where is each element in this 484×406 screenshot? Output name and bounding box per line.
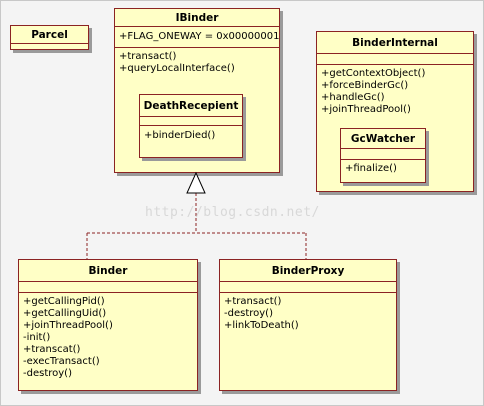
class-binder-internal-methods: +getContextObject() +forceBinderGc() +ha… xyxy=(317,65,473,118)
method-get-calling-uid: +getCallingUid() xyxy=(23,308,107,319)
method-transact: +transact() xyxy=(224,296,282,307)
method-get-calling-pid: +getCallingPid() xyxy=(23,296,105,307)
method-finalize: +finalize() xyxy=(345,163,397,174)
field-flag-oneway: +FLAG_ONEWAY = 0x00000001 xyxy=(119,31,280,42)
method-link-to-death: +linkToDeath() xyxy=(224,320,299,331)
class-parcel[interactable]: Parcel xyxy=(10,25,89,50)
method-exec-transact: -execTransact() xyxy=(23,356,100,367)
watermark: http://blog.csdn.net/ xyxy=(145,205,320,220)
method-handle-gc: +handleGc() xyxy=(321,92,385,103)
class-gc-watcher[interactable]: GcWatcher +finalize() xyxy=(340,128,426,183)
class-binder-methods: +getCallingPid() +getCallingUid() +joinT… xyxy=(19,293,197,382)
method-destroy: -destroy() xyxy=(224,308,273,319)
class-binder-fields xyxy=(19,282,197,293)
class-ibinder-name: IBinder xyxy=(115,9,279,27)
method-transcat: +transcat() xyxy=(23,344,81,355)
class-parcel-name: Parcel xyxy=(11,26,88,44)
method-join-thread-pool: +joinThreadPool() xyxy=(23,320,113,331)
method-init: -init() xyxy=(23,332,51,343)
method-transact: +transact() xyxy=(119,51,177,62)
method-destroy: -destroy() xyxy=(23,368,72,379)
class-death-recipient-fields xyxy=(140,117,242,126)
realization-arrowhead xyxy=(186,171,206,194)
method-join-thread-pool: +joinThreadPool() xyxy=(321,104,411,115)
method-force-binder-gc: +forceBinderGc() xyxy=(321,80,409,91)
class-binder-proxy[interactable]: BinderProxy +transact() -destroy() +link… xyxy=(219,259,397,391)
class-binder-proxy-methods: +transact() -destroy() +linkToDeath() xyxy=(220,293,396,334)
class-binder-proxy-fields xyxy=(220,282,396,293)
class-gc-watcher-fields xyxy=(341,149,425,160)
method-query-local-interface: +queryLocalInterface() xyxy=(119,63,235,74)
class-binder-internal-name: BinderInternal xyxy=(317,32,473,54)
class-death-recipient-name: DeathRecepient xyxy=(140,95,242,117)
class-ibinder-fields: +FLAG_ONEWAY = 0x00000001 xyxy=(115,27,279,48)
class-death-recipient-methods: +binderDied() xyxy=(140,126,242,144)
class-gc-watcher-name: GcWatcher xyxy=(341,129,425,149)
class-binder-internal-fields xyxy=(317,54,473,65)
method-get-context-object: +getContextObject() xyxy=(321,68,426,79)
class-ibinder-methods: +transact() +queryLocalInterface() xyxy=(115,48,279,77)
class-binder-proxy-name: BinderProxy xyxy=(220,260,396,282)
class-binder[interactable]: Binder +getCallingPid() +getCallingUid()… xyxy=(18,259,198,391)
class-death-recipient[interactable]: DeathRecepient +binderDied() xyxy=(139,94,243,158)
method-binder-died: +binderDied() xyxy=(144,130,216,141)
class-gc-watcher-methods: +finalize() xyxy=(341,160,425,177)
class-binder-name: Binder xyxy=(19,260,197,282)
